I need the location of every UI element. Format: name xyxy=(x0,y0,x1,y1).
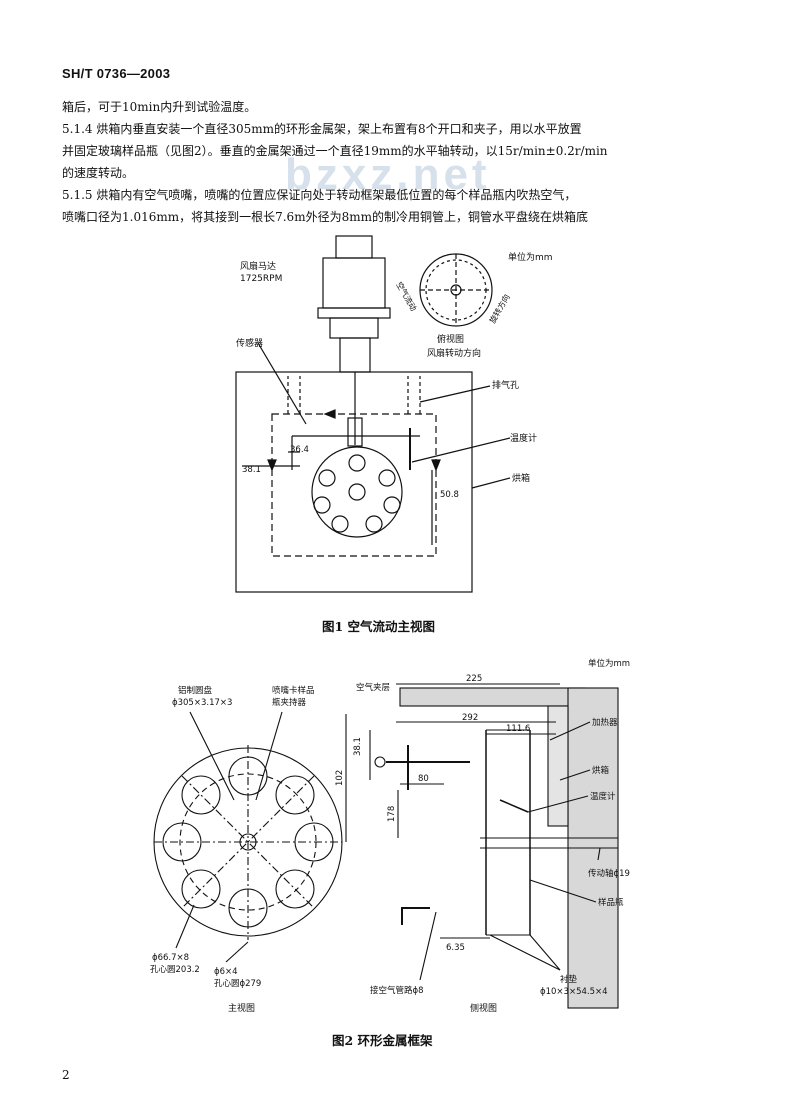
ring-disc-spec: ϕ305×3.17×3 xyxy=(172,698,232,708)
fan-motor-top xyxy=(335,235,373,259)
dim-225: 225 xyxy=(466,674,482,684)
dim-6-35: 6.35 xyxy=(446,943,465,953)
fan-direction-label: 风扇转动方向 xyxy=(427,347,481,359)
dim-178: 178 xyxy=(387,806,397,822)
hole-spec: ϕ66.7×8 xyxy=(152,953,189,963)
front-view-label: 主视图 xyxy=(228,1002,255,1014)
ring-frame xyxy=(311,446,403,538)
spacer-spec: ϕ10×3×54.5×4 xyxy=(540,987,608,997)
clip-label: 喷嘴卡样品 xyxy=(272,685,315,696)
page-number: 2 xyxy=(62,1068,70,1082)
bolt-spec: ϕ6×4 xyxy=(214,967,238,977)
hole-circle-spec: 孔心圆203.2 xyxy=(150,965,200,975)
sensor-label: 传感器 xyxy=(236,337,263,349)
figure-1-caption: 图1 空气流动主视图 xyxy=(322,619,436,634)
shaft-label: 传动轴ϕ19 xyxy=(588,868,630,879)
dim-38-1: 38.1 xyxy=(242,465,261,475)
paragraph-5-1-5-line2: 喷嘴口径为1.016mm，将其接到一根长7.6m外径为8mm的制冷用铜管上，铜管… xyxy=(62,210,588,224)
watermark: bzxz.net xyxy=(285,150,491,199)
sample-bottle-label: 样品瓶 xyxy=(598,897,624,908)
side-view-label: 侧视图 xyxy=(470,1002,497,1014)
fan-motor-rpm: 1725RPM xyxy=(240,274,282,284)
dim-102: 102 xyxy=(335,770,345,786)
air-path-dashed xyxy=(271,413,437,557)
dim-38-1-side: 38.1 xyxy=(353,737,363,756)
thermometer-side-label: 温度计 xyxy=(590,791,616,802)
exhaust-label: 排气孔 xyxy=(492,379,519,391)
thermometer-label: 温度计 xyxy=(510,432,537,444)
dim-36-4: 36.4 xyxy=(290,445,309,455)
standard-number: SH/T 0736—2003 xyxy=(62,66,171,81)
fig1-unit: 单位为mm xyxy=(508,251,553,263)
fan-motor-label: 风扇马达 xyxy=(240,260,276,272)
spacer-label: 衬垫 xyxy=(560,974,578,985)
figure-2-caption: 图2 环形金属框架 xyxy=(332,1033,433,1048)
clip-label-2: 瓶夹持器 xyxy=(272,697,307,708)
oven-side-label: 烘箱 xyxy=(592,765,610,776)
top-view-label: 俯视图 xyxy=(437,333,464,345)
dim-80: 80 xyxy=(418,774,429,784)
dim-111-6: 111.6 xyxy=(506,724,530,734)
paragraph-5-1-4-line3: 的速度转动。 xyxy=(62,166,135,180)
paragraph-5-1-5-line1: 5.1.5 烘箱内有空气喷嘴，喷嘴的位置应保证向处于转动框架最低位置的每个样品瓶… xyxy=(62,188,577,202)
ring-disc-label: 铝制圆盘 xyxy=(178,685,213,696)
paragraph-5-1-4-line1: 5.1.4 烘箱内垂直安装一个直径305mm的环形金属架，架上布置有8个开口和夹… xyxy=(62,122,582,136)
oven-label: 烘箱 xyxy=(512,472,530,484)
dim-292: 292 xyxy=(462,713,478,723)
dim-50-8: 50.8 xyxy=(440,490,459,500)
fig2-unit: 单位为mm xyxy=(588,658,630,669)
bolt-circle-spec: 孔心圆ϕ279 xyxy=(214,979,261,989)
air-tube-label: 接空气管路ϕ8 xyxy=(370,985,424,996)
heater-label: 加热器 xyxy=(592,717,618,728)
paragraph-5-1-4-line2: 并固定玻璃样品瓶（见图2）。垂直的金属架通过一个直径19mm的水平轴转动，以15… xyxy=(62,144,608,158)
air-jacket-label: 空气夹层 xyxy=(356,682,390,693)
paragraph-line: 箱后，可于10min内升到试验温度。 xyxy=(62,100,257,114)
